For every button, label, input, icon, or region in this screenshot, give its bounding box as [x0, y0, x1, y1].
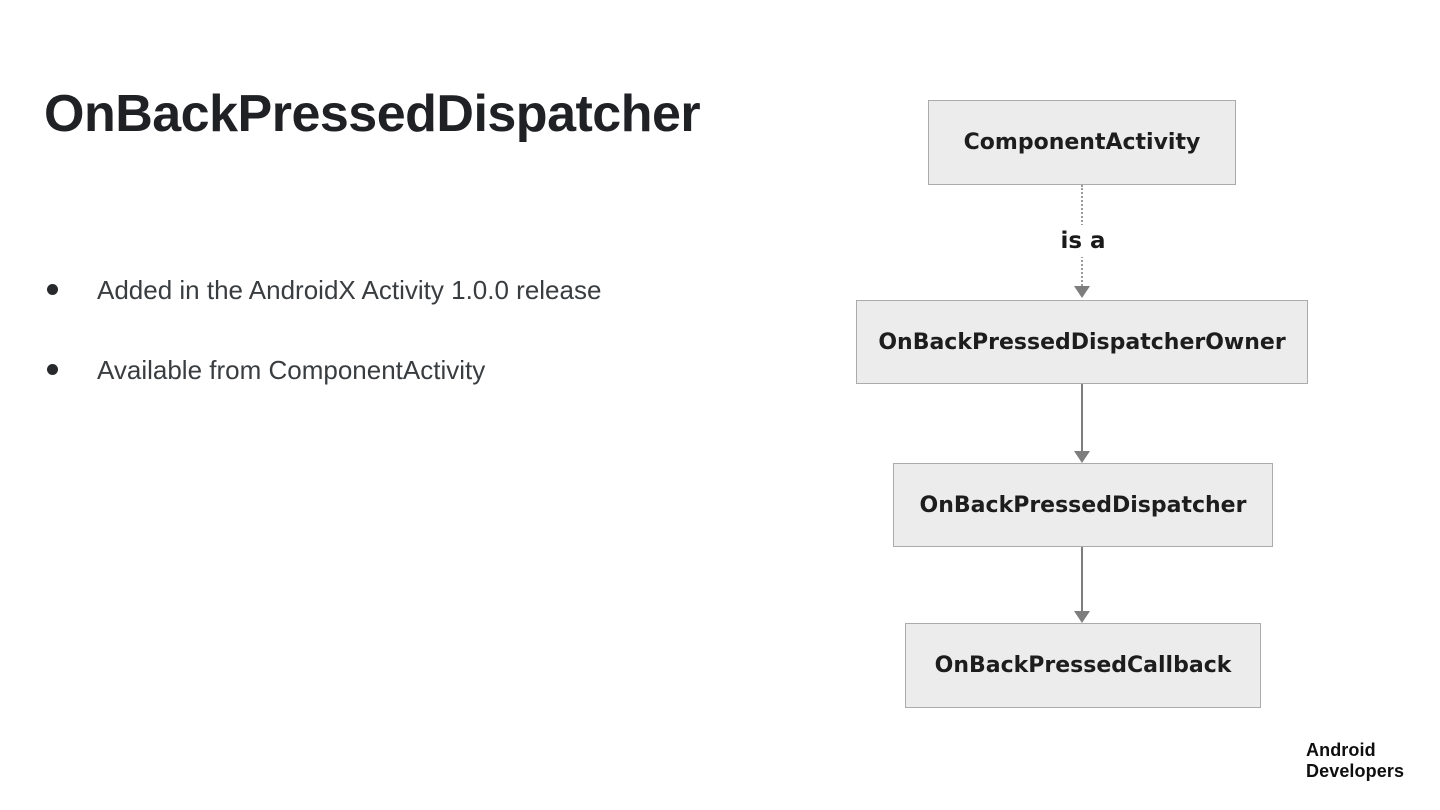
arrowhead-down-icon: [1074, 286, 1090, 298]
brand-line-android: Android: [1306, 740, 1376, 760]
bullet-list: Added in the AndroidX Activity 1.0.0 rel…: [47, 274, 601, 434]
bullet-text: Added in the AndroidX Activity 1.0.0 rel…: [97, 275, 602, 305]
arrow-line: [1081, 384, 1083, 454]
arrowhead-down-icon: [1074, 611, 1090, 623]
diagram-node-onbackpresseddispatcherowner: OnBackPressedDispatcherOwner: [856, 300, 1308, 384]
diagram-node-onbackpresseddispatcher: OnBackPressedDispatcher: [893, 463, 1273, 547]
android-developers-logo: Android Developers: [1306, 740, 1404, 782]
bullet-dot: [47, 284, 58, 295]
diagram-node-componentactivity: ComponentActivity: [928, 100, 1236, 185]
arrow-line: [1081, 547, 1083, 614]
diagram-node-onbackpressedcallback: OnBackPressedCallback: [905, 623, 1261, 708]
slide-title: OnBackPressedDispatcher: [44, 85, 701, 143]
arrowhead-down-icon: [1074, 451, 1090, 463]
solid-arrow-dispatcher-to-callback: [1074, 547, 1090, 623]
brand-line-developers: Developers: [1306, 761, 1405, 781]
solid-arrow-owner-to-dispatcher: [1074, 384, 1090, 463]
edge-label-is-a: is a: [1052, 225, 1114, 257]
bullet-dot: [47, 364, 58, 375]
bullet-item: Available from ComponentActivity: [47, 354, 601, 386]
bullet-item: Added in the AndroidX Activity 1.0.0 rel…: [47, 274, 601, 306]
bullet-text: Available from ComponentActivity: [97, 355, 486, 385]
